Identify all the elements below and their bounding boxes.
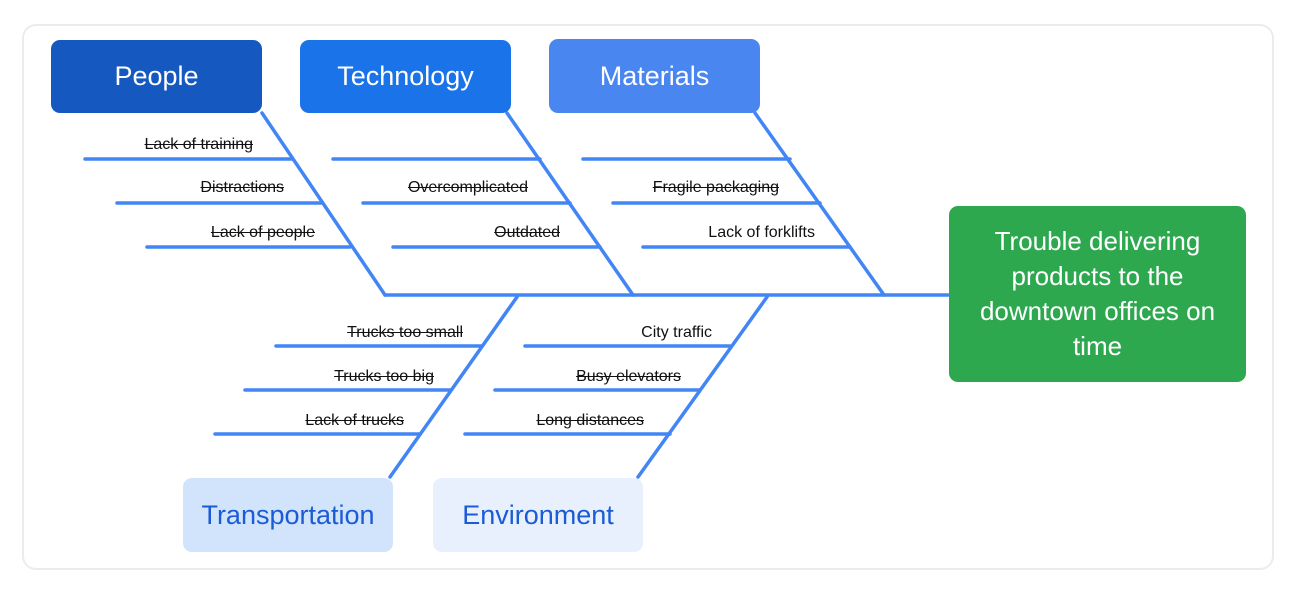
cause-label: Lack of training [144,136,253,153]
bone-people [260,111,387,297]
cause-label: Fragile packaging [652,179,779,196]
cause-label: Lack of people [210,224,315,241]
category-label: Technology [337,61,474,91]
category-technology[interactable]: Technology [300,40,511,113]
diagram-frame [22,24,1274,570]
category-label: Materials [599,60,710,91]
bone-transportation [388,295,519,479]
cause-label: Distractions [200,179,284,196]
category-label: People [114,61,199,91]
cause-label: Trucks too big [334,368,434,385]
effect-box[interactable]: Trouble delivering products to the downt… [949,206,1246,382]
category-environment[interactable]: Environment [433,478,643,552]
bone-environment [636,295,769,479]
cause-label: City traffic [641,324,712,341]
category-label: Environment [462,499,614,530]
effect-label: Trouble delivering products to the downt… [979,226,1216,361]
category-people[interactable]: People [51,40,262,113]
cause-label: Lack of forklifts [708,224,815,241]
category-materials[interactable]: Materials [549,39,760,113]
cause-label: Overcomplicated [407,179,528,196]
category-transportation[interactable]: Transportation [183,478,393,552]
cause-label: Outdated [494,224,560,241]
cause-label: Trucks too small [347,324,463,341]
cause-label: Busy elevators [576,368,681,385]
cause-label: Lack of trucks [305,412,404,429]
cause-label: Long distances [536,412,644,429]
category-label: Transportation [201,499,375,530]
